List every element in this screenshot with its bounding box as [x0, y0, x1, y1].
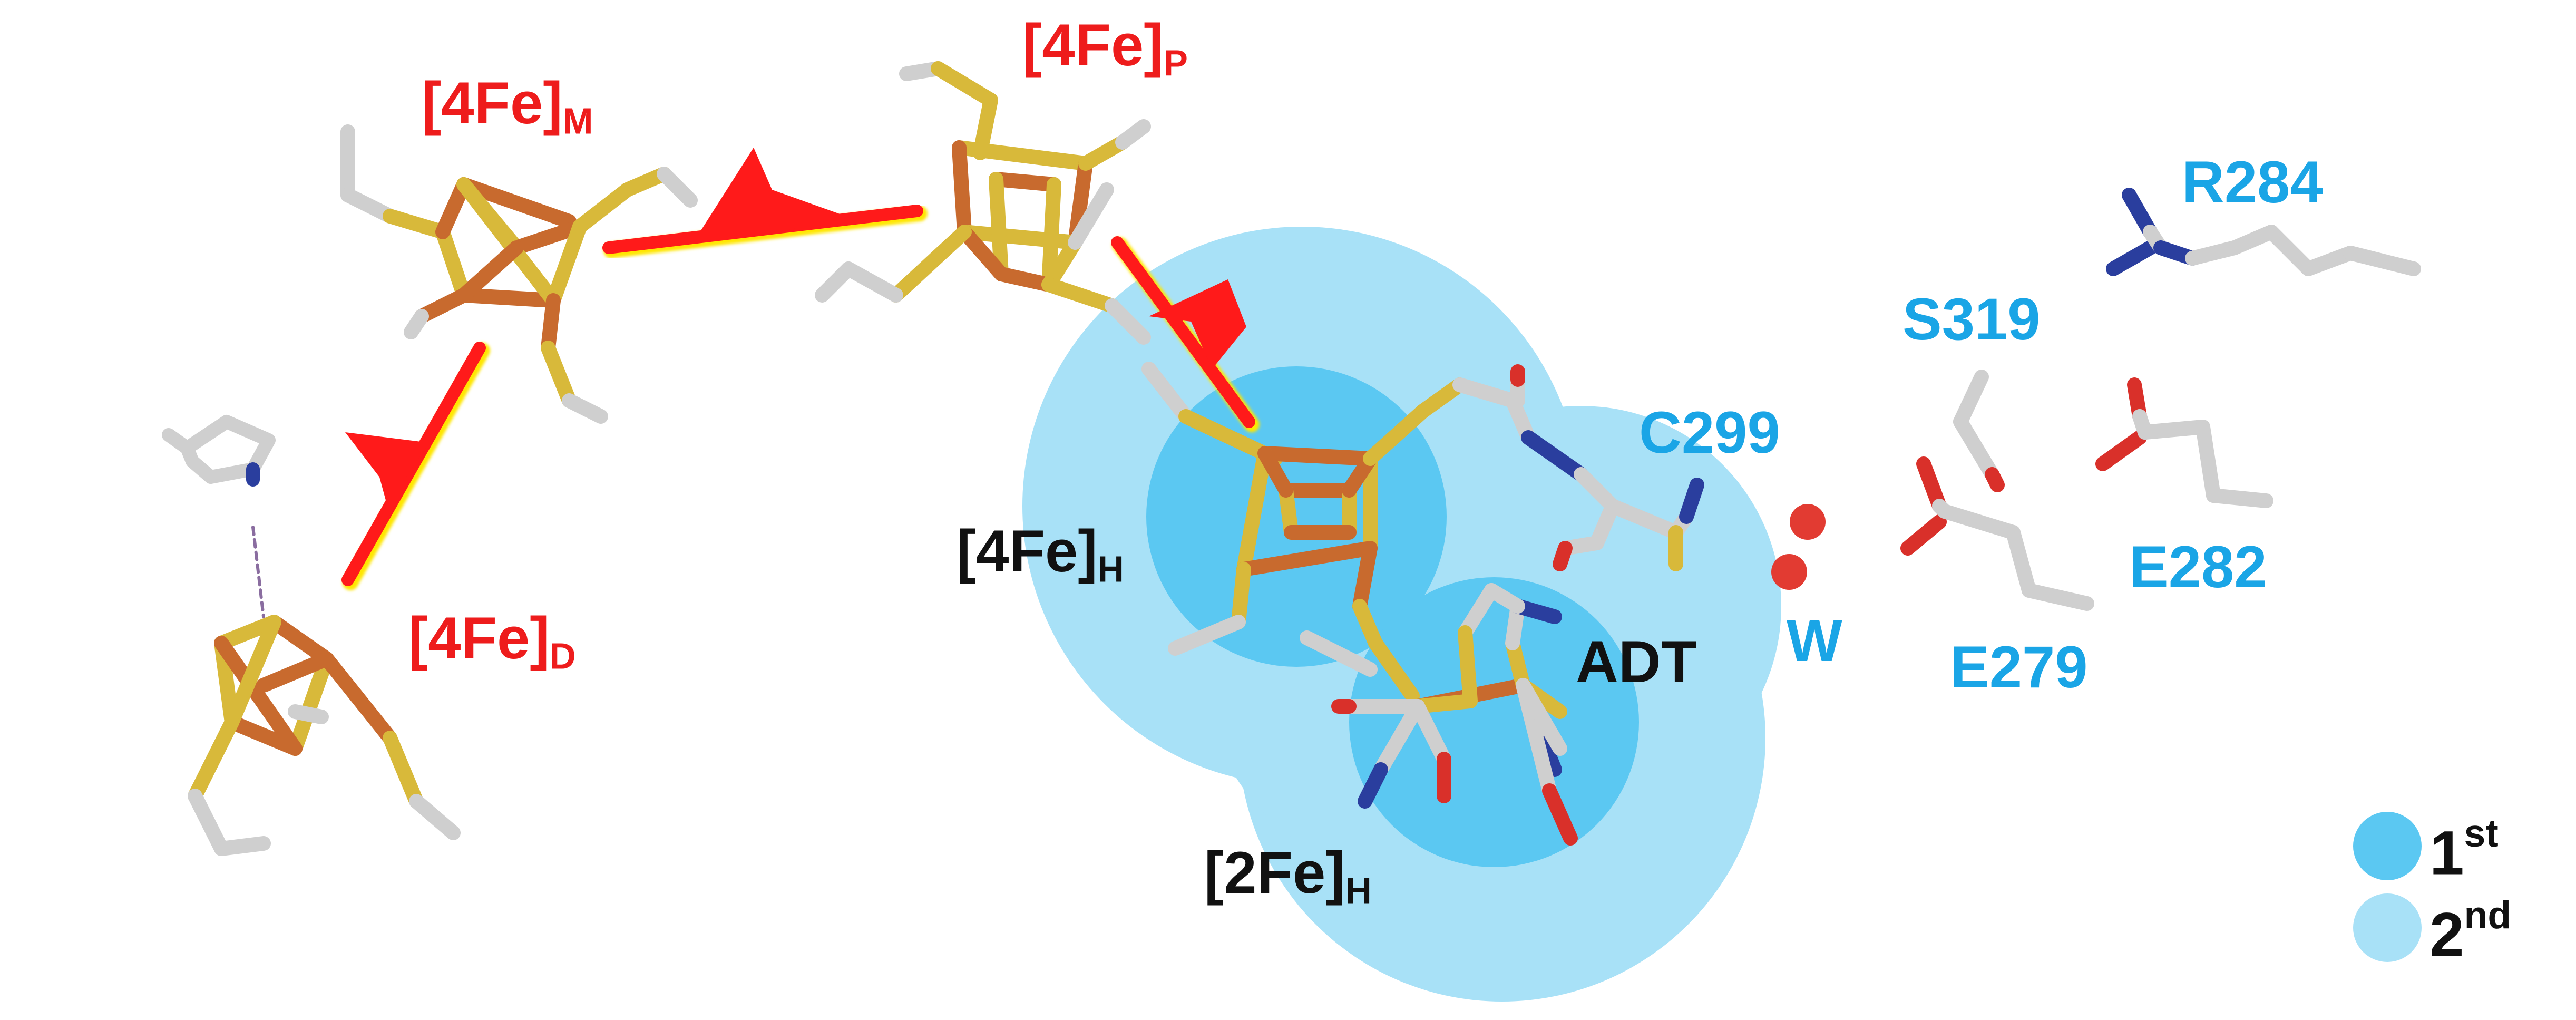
- label-r284: R284: [2182, 149, 2323, 215]
- legend-label-first: 1st: [2429, 812, 2499, 888]
- residue-s319-model: [1953, 370, 2005, 492]
- residue-r284-model: [2106, 188, 2421, 276]
- fe4-p-model: [815, 61, 1151, 345]
- label-fe4-m: [4Fe]M: [422, 70, 593, 142]
- water-molecules: [1771, 504, 1826, 590]
- label-fe4-h: [4Fe]H: [957, 518, 1124, 590]
- fe2-h-model: [1300, 583, 1578, 846]
- label-fe4-p: [4Fe]P: [1022, 12, 1188, 84]
- arrow-p-to-h: [1111, 236, 1260, 432]
- legend-swatch-second: [2353, 893, 2422, 962]
- legend-swatch-first: [2353, 812, 2422, 880]
- label-e279: E279: [1950, 634, 2088, 700]
- fe4-h-model: [1141, 362, 1704, 656]
- fe4-d-model: [162, 415, 461, 856]
- arrow-m-to-p: [602, 148, 928, 258]
- label-e282: E282: [2129, 534, 2267, 600]
- residue-e279-model: [1900, 456, 2094, 611]
- label-w: W: [1787, 608, 1842, 674]
- arrow-d-to-m: [341, 342, 490, 590]
- legend-label-second: 2nd: [2429, 893, 2512, 970]
- label-c299: C299: [1639, 400, 1780, 465]
- label-fe2-h: [2Fe]H: [1204, 840, 1372, 911]
- label-s319: S319: [1902, 286, 2041, 352]
- fe4-m-model: [340, 124, 698, 424]
- label-adt: ADT: [1576, 629, 1697, 695]
- electron-transfer-arrows: [341, 148, 1260, 590]
- residue-e282-model: [2095, 377, 2273, 508]
- label-fe4-d: [4Fe]D: [408, 605, 576, 677]
